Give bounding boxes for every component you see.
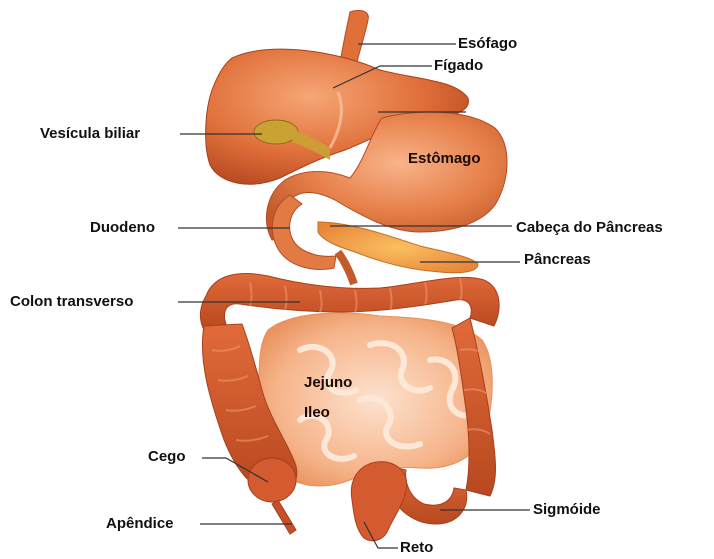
label-cego: Cego	[148, 448, 186, 466]
label-estomago: Estômago	[408, 150, 481, 168]
label-colon-transverso: Colon transverso	[10, 293, 133, 311]
label-jejuno: Jejuno	[304, 374, 352, 392]
label-sigmoide: Sigmóide	[533, 501, 601, 519]
label-reto: Reto	[400, 539, 433, 557]
label-esofago: Esófago	[458, 35, 517, 53]
cecum	[248, 458, 296, 502]
appendix	[272, 500, 296, 534]
label-duodeno: Duodeno	[90, 219, 155, 237]
label-apendice: Apêndice	[106, 515, 174, 533]
label-ileo: Ileo	[304, 404, 330, 422]
gallbladder	[254, 120, 298, 144]
label-pancreas: Pâncreas	[524, 251, 591, 269]
label-cabeca-pancreas: Cabeça do Pâncreas	[516, 219, 663, 237]
label-figado: Fígado	[434, 57, 483, 75]
rectum	[351, 462, 406, 541]
label-vesicula-biliar: Vesícula biliar	[40, 125, 140, 143]
